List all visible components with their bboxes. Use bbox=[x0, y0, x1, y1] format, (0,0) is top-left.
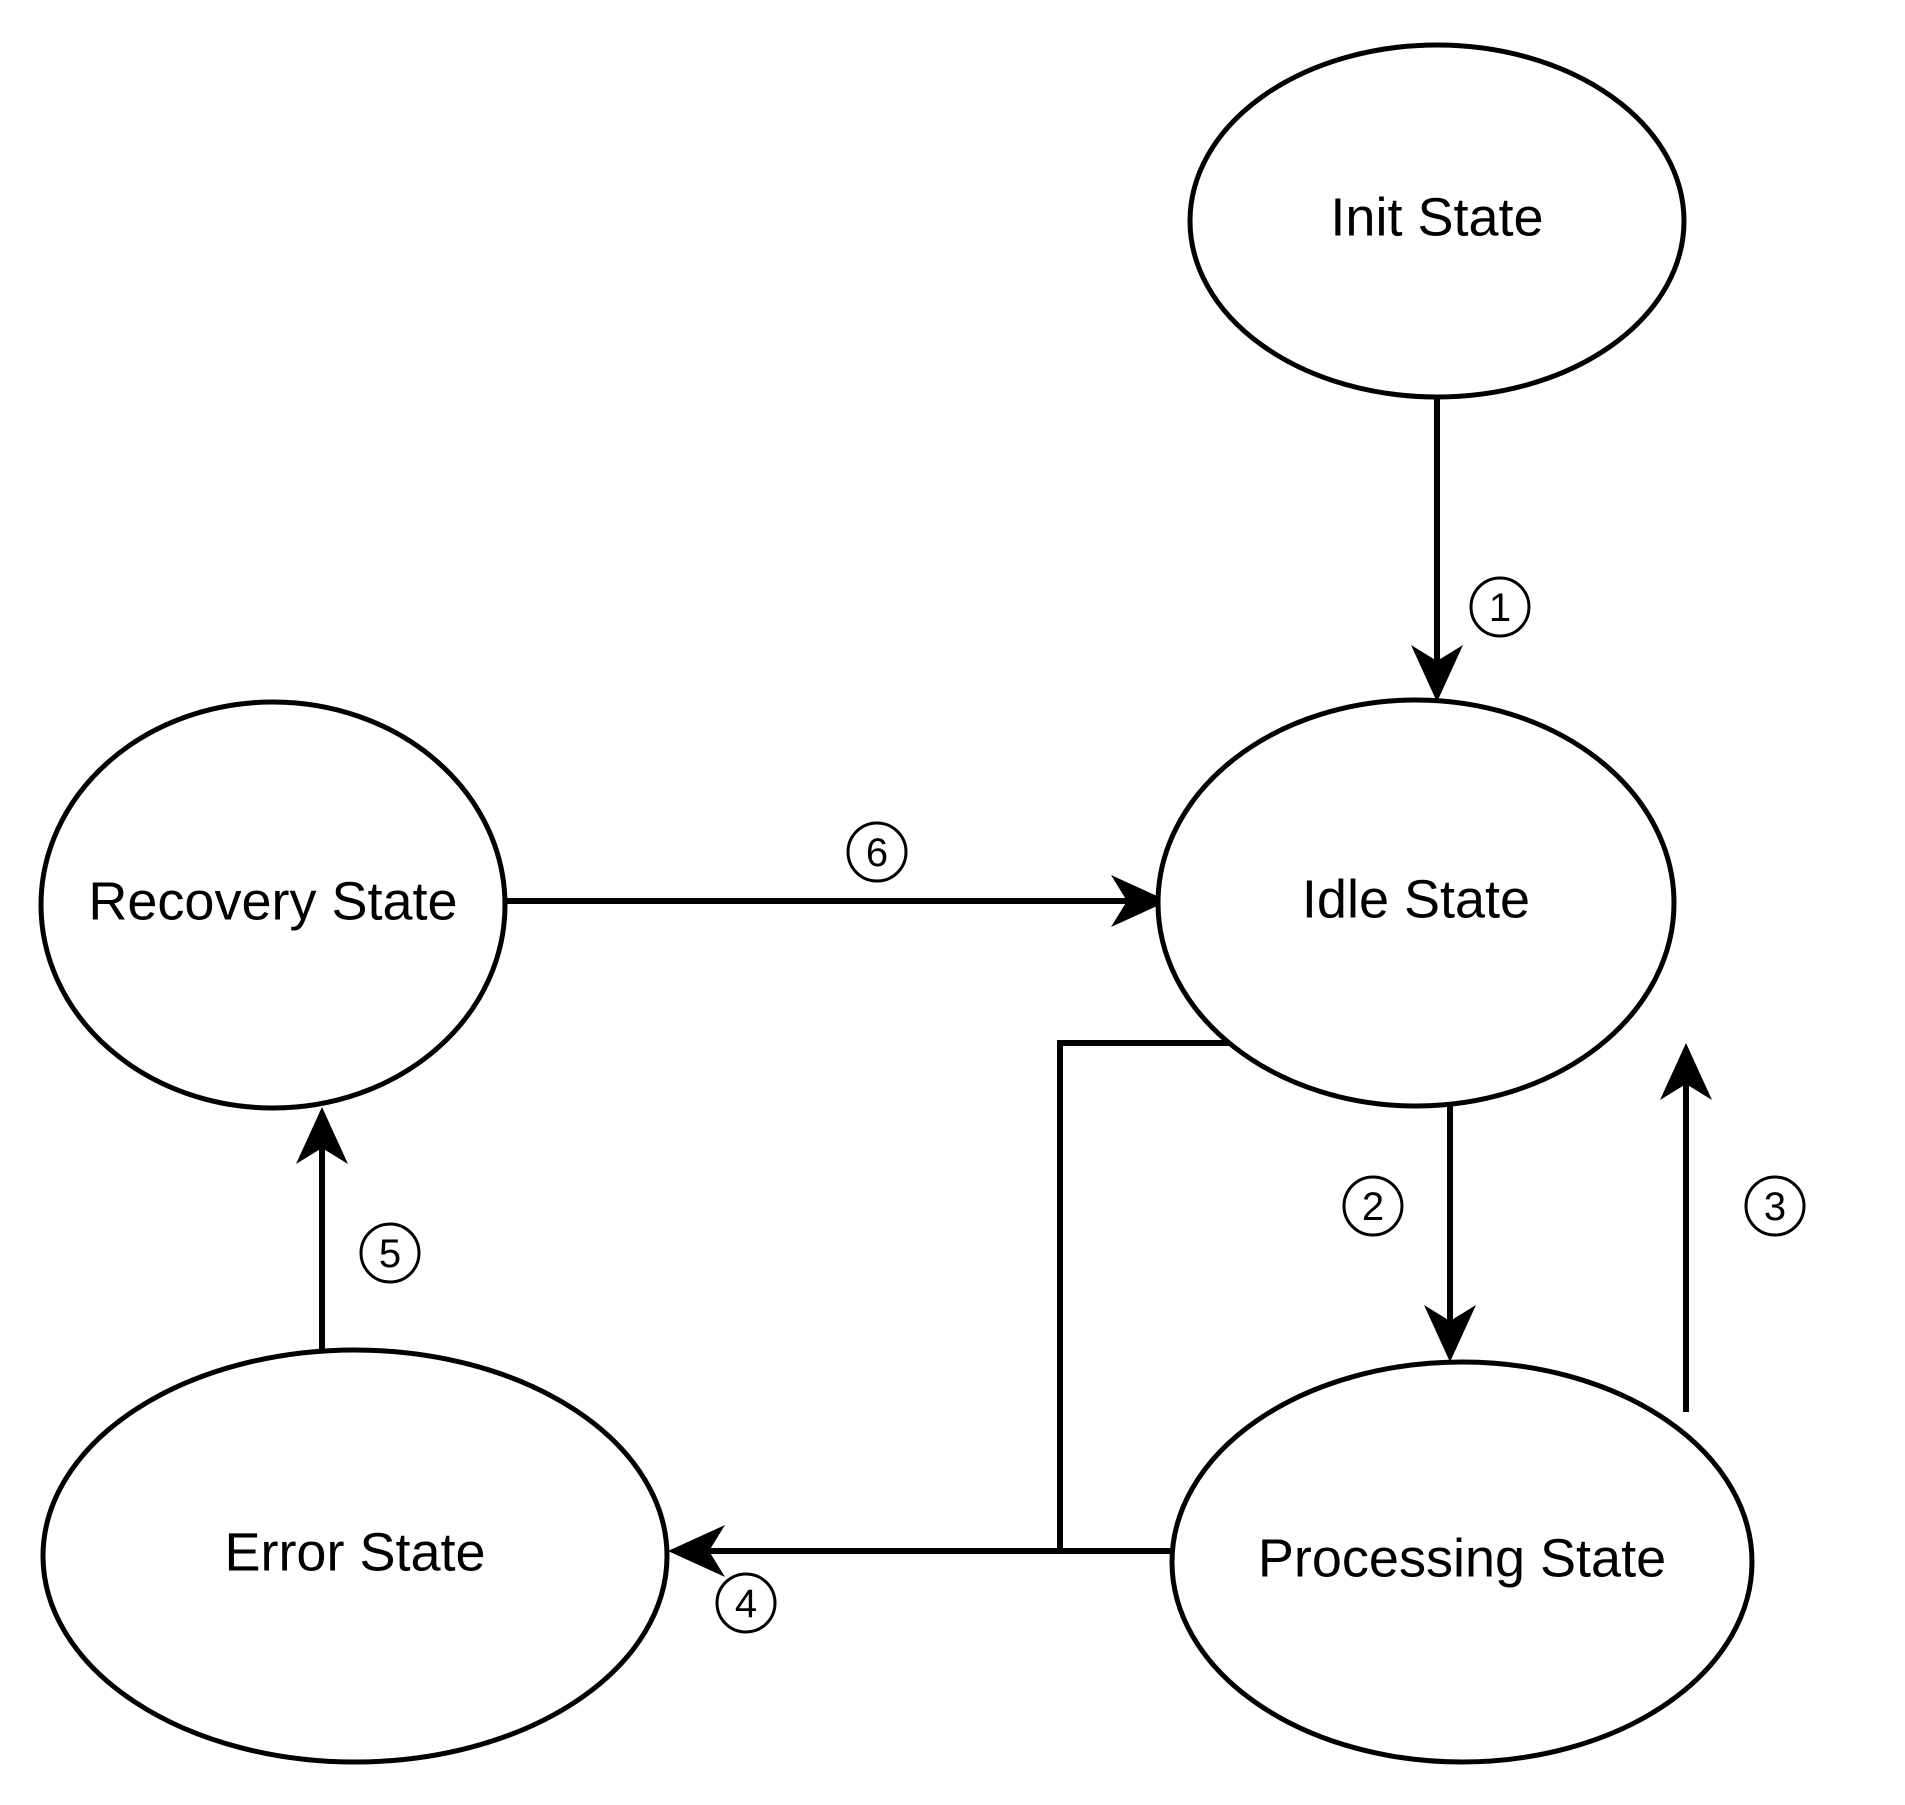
edge-label-1-circle-icon bbox=[1469, 576, 1531, 638]
node-recovery-state-label: Recovery State bbox=[88, 871, 457, 931]
edge-3-processing-to-idle[interactable] bbox=[1660, 1043, 1712, 1412]
node-error-state-ellipse bbox=[40, 1347, 670, 1765]
edge-label-badge-5: 5 bbox=[359, 1222, 421, 1284]
node-processing-state[interactable]: Processing State bbox=[1169, 1359, 1755, 1765]
edge-1-init-to-idle[interactable] bbox=[1411, 397, 1463, 702]
edge-label-5-circle-icon bbox=[359, 1222, 421, 1284]
edge-label-badge-1: 1 bbox=[1469, 576, 1531, 638]
node-idle-state-ellipse bbox=[1155, 697, 1677, 1109]
node-error-state-label: Error State bbox=[224, 1522, 485, 1582]
edge-2-arrowhead bbox=[1424, 1305, 1476, 1362]
edge-6-recovery-to-idle[interactable] bbox=[505, 875, 1168, 927]
node-idle-state[interactable]: Idle State bbox=[1155, 697, 1677, 1109]
edge-6-arrowhead bbox=[1111, 875, 1168, 927]
node-idle-state-label: Idle State bbox=[1302, 869, 1530, 929]
edge-2-idle-to-processing[interactable] bbox=[1424, 1104, 1476, 1362]
edge-label-badge-4: 4 bbox=[715, 1572, 777, 1634]
edge-label-4-circle-icon bbox=[715, 1572, 777, 1634]
edge-label-5-text: 5 bbox=[379, 1232, 401, 1276]
edge-5-arrowhead bbox=[296, 1107, 348, 1164]
node-processing-state-label: Processing State bbox=[1258, 1528, 1666, 1588]
edge-label-6-text: 6 bbox=[866, 831, 888, 875]
node-init-state[interactable]: Init State bbox=[1187, 42, 1687, 400]
edge-orthogonal-connector-path bbox=[1057, 1040, 1252, 1554]
edge-label-4-text: 4 bbox=[735, 1582, 757, 1626]
edge-orthogonal-connector[interactable] bbox=[1057, 1040, 1252, 1554]
edge-1-arrowhead bbox=[1411, 645, 1463, 702]
edge-label-1-text: 1 bbox=[1489, 586, 1511, 630]
node-init-state-ellipse bbox=[1187, 42, 1687, 400]
edge-label-3-circle-icon bbox=[1744, 1175, 1806, 1237]
edge-label-badge-3: 3 bbox=[1744, 1175, 1806, 1237]
edge-5-error-to-recovery[interactable] bbox=[296, 1107, 348, 1350]
node-recovery-state[interactable]: Recovery State bbox=[38, 699, 508, 1111]
edge-4-arrowhead bbox=[668, 1525, 725, 1577]
edge-label-3-text: 3 bbox=[1764, 1185, 1786, 1229]
edge-label-badge-2: 2 bbox=[1342, 1175, 1404, 1237]
edge-3-arrowhead bbox=[1660, 1043, 1712, 1100]
node-processing-state-ellipse bbox=[1169, 1359, 1755, 1765]
node-error-state[interactable]: Error State bbox=[40, 1347, 670, 1765]
edge-label-badge-6: 6 bbox=[846, 821, 908, 883]
edge-label-2-circle-icon bbox=[1342, 1175, 1404, 1237]
edge-label-6-circle-icon bbox=[846, 821, 908, 883]
node-init-state-label: Init State bbox=[1330, 187, 1543, 247]
edge-label-2-text: 2 bbox=[1362, 1185, 1384, 1229]
node-recovery-state-ellipse bbox=[38, 699, 508, 1111]
